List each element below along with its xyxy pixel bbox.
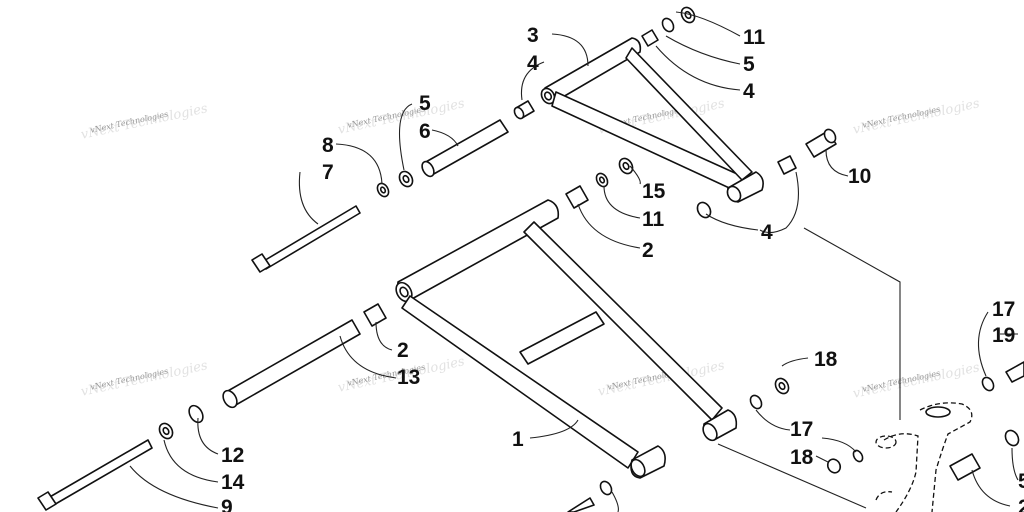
callout-17-right: 17 xyxy=(992,298,1015,321)
watermark-8: vNext Technologies vNext Technologies xyxy=(852,360,982,402)
callout-15: 15 xyxy=(642,180,666,203)
callout-13: 9 xyxy=(221,496,233,512)
callout-4-top: 4 xyxy=(527,52,539,75)
callout-18-upper: 18 xyxy=(814,348,838,371)
callout-6: 6 xyxy=(419,120,431,143)
callout-12: 13 xyxy=(397,366,420,389)
callout-17-lower: 17 xyxy=(790,418,813,441)
callout-2-right-edge: 2 xyxy=(1018,496,1024,512)
upper-hardware xyxy=(251,6,837,273)
watermark-1: vNext Technologies vNext Technologies xyxy=(80,101,210,143)
callout-4-top-right: 4 xyxy=(743,80,755,103)
callout-4-right: 4 xyxy=(761,221,773,244)
callout-5-right-edge: 5 xyxy=(1018,470,1024,493)
callout-11-lower: 12 xyxy=(221,444,244,467)
callout-5-top-right: 5 xyxy=(743,53,755,76)
callout-5-mid: 5 xyxy=(419,92,431,115)
callout-19: 19 xyxy=(992,324,1015,347)
leader-lines xyxy=(129,11,1019,512)
lower-hardware xyxy=(37,157,1024,512)
watermark-4: vNext Technologies vNext Technologies xyxy=(852,96,982,138)
callout-10: 10 xyxy=(848,165,871,188)
callout-2-lower: 2 xyxy=(397,339,409,362)
watermark-5: vNext Technologies vNext Technologies xyxy=(80,358,210,400)
callout-2-upper: 2 xyxy=(642,239,654,262)
callout-7: 7 xyxy=(322,161,334,184)
callout-11-upper: 11 xyxy=(642,208,665,231)
callout-1: 1 xyxy=(512,428,524,451)
axis-lines xyxy=(717,227,901,509)
spindle-outline xyxy=(875,402,973,512)
callout-8: 8 xyxy=(322,134,334,157)
callout-3: 3 xyxy=(527,24,539,47)
callout-labels: 3 4 11 5 4 5 6 8 7 15 11 2 10 4 2 13 12 … xyxy=(221,24,1024,512)
upper-a-arm xyxy=(540,37,764,203)
callout-18-lower: 18 xyxy=(790,446,814,469)
callout-14: 14 xyxy=(221,471,245,494)
callout-9: 11 xyxy=(743,26,766,49)
lower-a-arm xyxy=(395,199,738,479)
